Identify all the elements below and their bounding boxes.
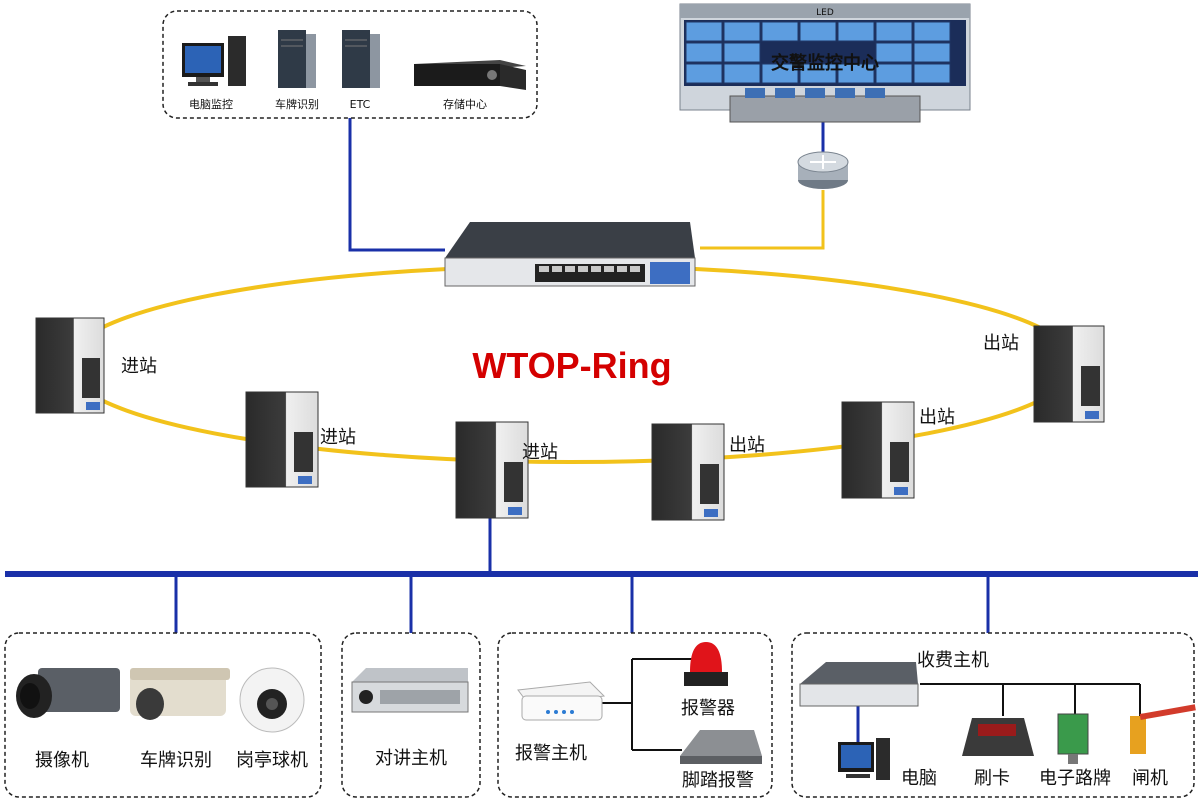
operator-desk: [729, 88, 921, 123]
server-tower-icon-2: [342, 30, 380, 88]
nvr-storage-icon: [414, 60, 526, 90]
ring-switch-5: [841, 401, 915, 499]
alarm-host-icon: [517, 681, 606, 721]
intercom-group: 对讲主机: [341, 632, 481, 798]
ring-label-1: 进站: [121, 356, 157, 377]
intercom-host-icon: [351, 668, 469, 713]
camera-label-1: 摄像机: [35, 750, 89, 771]
diagram-title: WTOP-Ring: [472, 345, 671, 386]
box-camera-icon: [16, 668, 120, 718]
router-icon: [797, 151, 849, 189]
ring-switch-4: [651, 423, 725, 521]
dome-camera-icon: [239, 667, 305, 733]
top-device-group: 电脑监控 车牌识别 ETC 存储中心: [162, 10, 538, 119]
alarm-item-label-2: 脚踏报警: [682, 770, 754, 791]
toll-item-label-2: 刷卡: [974, 768, 1010, 789]
ring-switch-1: [35, 317, 105, 414]
ring-label-3: 进站: [522, 442, 558, 463]
toll-host-icon: [799, 662, 919, 707]
control-center-name: 交警监控中心: [771, 52, 879, 74]
toll-item-label-1: 电脑: [901, 768, 937, 789]
ring-switch-2: [245, 391, 319, 488]
control-center: LED 交警监控中心: [679, 3, 971, 123]
barrier-gate-icon: [1130, 704, 1196, 754]
siren-icon: [684, 642, 728, 686]
ring-label-4: 出站: [729, 435, 765, 456]
router-to-core: [700, 190, 825, 250]
toll-item-label-3: 电子路牌: [1039, 768, 1111, 789]
camera-label-3: 岗亭球机: [236, 750, 308, 771]
toll-branch-lines: [920, 683, 1141, 716]
server-tower-icon-1: [278, 30, 316, 88]
top-item-label-3: ETC: [350, 98, 371, 111]
alarm-host-label: 报警主机: [515, 743, 587, 764]
video-wall: [684, 20, 966, 86]
ring-switch-6: [1033, 325, 1105, 423]
foot-pedal-icon: [680, 730, 762, 764]
card-reader-icon: [962, 718, 1034, 756]
bullet-camera-icon: [130, 668, 230, 720]
top-item-label-4: 存储中心: [443, 97, 487, 111]
intercom-label: 对讲主机: [375, 748, 447, 769]
toll-item-label-4: 闸机: [1132, 768, 1168, 789]
ring-label-5: 出站: [919, 407, 955, 428]
alarm-item-label-1: 报警器: [681, 698, 735, 719]
pc-monitor-icon: [182, 36, 246, 86]
toll-group: 收费主机 电脑 刷卡 电子路牌 闸机: [791, 632, 1196, 798]
camera-label-2: 车牌识别: [140, 750, 212, 771]
uplink-top-group: [348, 118, 445, 252]
e-sign-icon: [1057, 713, 1089, 764]
camera-group: 摄像机 车牌识别 岗亭球机: [4, 632, 322, 798]
ring-label-6: 出站: [983, 333, 1019, 354]
ring-label-2: 进站: [320, 427, 356, 448]
toll-pc-icon: [838, 738, 890, 780]
led-label: LED: [816, 8, 834, 18]
top-item-label-2: 车牌识别: [275, 97, 319, 111]
toll-host-label: 收费主机: [917, 650, 989, 671]
top-item-label-1: 电脑监控: [189, 97, 233, 111]
core-switch-icon: [444, 222, 696, 287]
alarm-group: 报警主机 报警器 脚踏报警: [497, 632, 773, 798]
ring-switch-3: [455, 421, 529, 519]
